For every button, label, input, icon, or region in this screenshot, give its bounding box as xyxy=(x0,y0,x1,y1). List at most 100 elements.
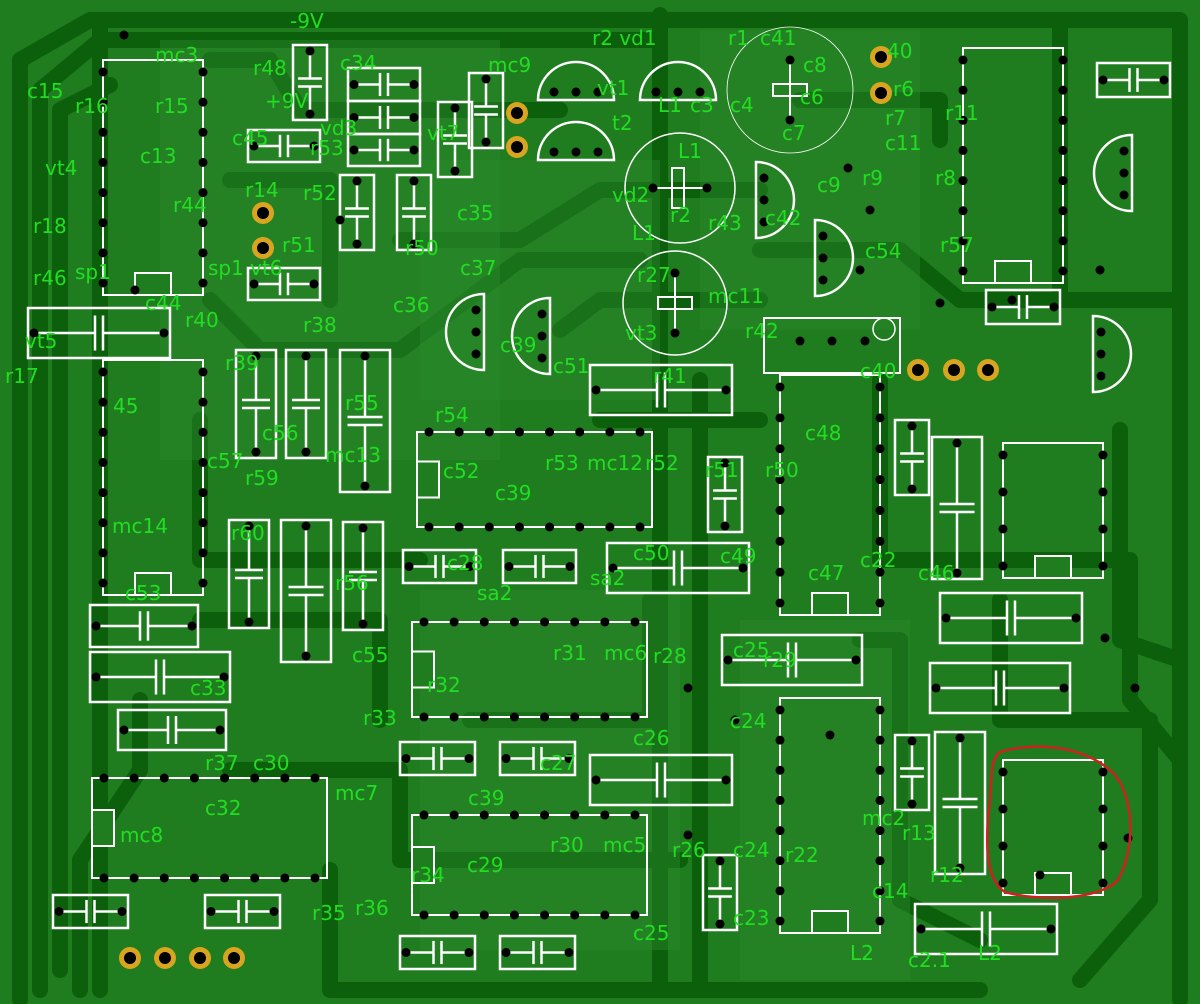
solder-pad-hole xyxy=(1119,190,1129,200)
solder-pad-hole xyxy=(958,266,968,276)
solder-pad-hole xyxy=(98,427,108,437)
solder-pad-hole xyxy=(249,141,259,151)
component-label: c33 xyxy=(190,676,226,700)
solder-pad-hole xyxy=(1071,613,1081,623)
solder-pad-hole xyxy=(605,522,615,532)
solder-pad-hole xyxy=(419,617,429,627)
capacitor xyxy=(928,661,1072,715)
capacitor xyxy=(234,348,278,460)
capacitor-outline xyxy=(467,71,505,150)
component-label: vt3 xyxy=(625,321,657,345)
component-label: vd3 xyxy=(320,116,357,140)
transistor-outline xyxy=(1092,133,1134,213)
component-label: sa2 xyxy=(477,581,512,605)
transistor-outline xyxy=(638,60,718,102)
ic-chip xyxy=(102,59,204,296)
component-label: c55 xyxy=(352,643,388,667)
capacitor-outline xyxy=(501,548,578,585)
capacitor xyxy=(930,435,984,581)
solder-pad-hole xyxy=(540,712,550,722)
solder-pad-hole xyxy=(998,450,1008,460)
component-label: -9V xyxy=(290,9,324,33)
component-label: L2 xyxy=(978,941,1002,965)
solder-pad-hole xyxy=(305,46,315,56)
solder-pad-hole xyxy=(875,916,885,926)
capacitor-outline xyxy=(279,518,333,664)
solder-pad-hole xyxy=(54,907,64,916)
solder-pad-hole xyxy=(159,873,169,883)
solder-pad-hole xyxy=(702,183,712,193)
component-label: r9 xyxy=(862,166,883,190)
transistor-outline xyxy=(1091,314,1133,394)
solder-pad-hole xyxy=(875,795,885,805)
solder-pad-hole xyxy=(198,127,208,137)
capacitor xyxy=(893,418,931,497)
solder-pad-hole xyxy=(952,438,962,448)
component-label: c13 xyxy=(140,144,176,168)
solder-pad-hole xyxy=(349,80,359,89)
capacitor-outline xyxy=(338,348,392,494)
solder-pad-hole xyxy=(404,562,414,571)
solder-pad-hole xyxy=(570,617,580,627)
capacitor-outline xyxy=(930,435,984,581)
solder-pad-hole xyxy=(775,413,785,423)
component-label: +9V xyxy=(265,89,308,113)
solder-pad-hole xyxy=(335,215,345,225)
solder-pad-hole xyxy=(424,427,434,437)
gold-pad-hole xyxy=(257,207,269,219)
solder-pad-hole xyxy=(775,475,785,485)
component-label: c26 xyxy=(633,726,669,750)
solder-pad-hole xyxy=(958,206,968,216)
component-label: r50 xyxy=(405,236,439,260)
solder-pad-hole xyxy=(958,145,968,155)
solder-pad-hole xyxy=(310,873,320,883)
solder-pad-hole xyxy=(501,754,511,763)
solder-pad-hole xyxy=(280,773,290,783)
solder-pad-hole xyxy=(721,385,731,395)
solder-pad-hole xyxy=(198,578,208,588)
ic-notch xyxy=(411,846,435,884)
solder-pad-hole xyxy=(549,87,559,97)
solder-pad-hole xyxy=(449,617,459,627)
component-label: mc6 xyxy=(604,641,647,665)
capacitor-outline xyxy=(913,902,1059,956)
component-label: r32 xyxy=(427,673,461,697)
component-label: c6 xyxy=(800,85,824,109)
solder-pad-hole xyxy=(401,948,411,957)
solder-pad-hole xyxy=(309,141,319,151)
solder-pad-hole xyxy=(98,457,108,467)
solder-pad-hole xyxy=(670,268,680,278)
solder-pad-hole xyxy=(130,285,140,295)
component-label: c27 xyxy=(540,751,576,775)
capacitor-outline xyxy=(398,740,477,777)
capacitor xyxy=(203,893,282,930)
solder-pad-hole xyxy=(565,562,575,571)
solder-pad-hole xyxy=(564,948,574,957)
component-label: c4 xyxy=(730,93,754,117)
capacitor-outline xyxy=(234,348,278,460)
solder-pad-hole xyxy=(1098,450,1108,460)
capacitor-outline xyxy=(498,934,577,971)
solder-pad-hole xyxy=(310,773,320,783)
solder-pad-hole xyxy=(605,427,615,437)
component-label: r52 xyxy=(303,181,337,205)
solder-pad-hole xyxy=(775,382,785,392)
ic-notch xyxy=(811,592,849,616)
component-label: c22 xyxy=(860,548,896,572)
copper-trace xyxy=(552,292,768,338)
component-label: r53 xyxy=(310,136,344,160)
solder-pad-hole xyxy=(549,147,559,157)
solder-pad-hole xyxy=(1119,168,1129,178)
solder-pad-hole xyxy=(198,548,208,558)
solder-pad-hole xyxy=(730,715,740,725)
solder-pad-hole xyxy=(352,176,362,186)
component-label: c39 xyxy=(500,333,536,357)
solder-pad-hole xyxy=(401,754,411,763)
capacitor-outline xyxy=(227,518,271,630)
ic-notch xyxy=(994,260,1032,284)
ic-chip xyxy=(416,431,653,528)
component-label: r13 xyxy=(902,821,936,845)
solder-pad-hole xyxy=(1058,115,1068,125)
solder-pad-hole xyxy=(198,67,208,77)
component-label: r39 xyxy=(225,351,259,375)
